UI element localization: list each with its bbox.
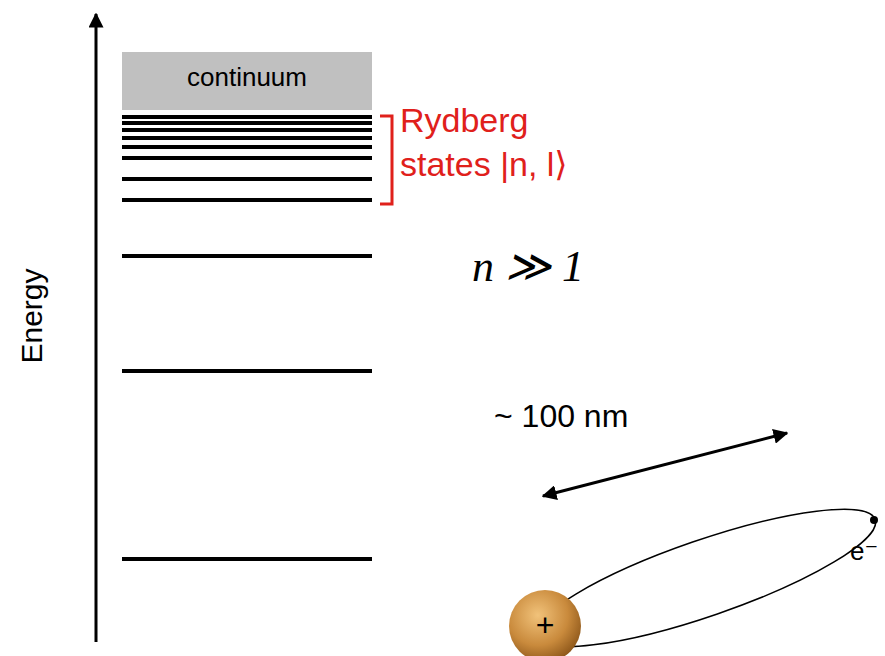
energy-axis [95, 14, 98, 642]
condition-label: n ≫ 1 [472, 240, 584, 292]
node-text: continuum [187, 62, 307, 93]
electron-label: e⁻ [850, 536, 878, 567]
energy-level [122, 369, 372, 373]
energy-level [122, 177, 372, 181]
energy-level [122, 254, 372, 258]
continuum-box: continuum [122, 52, 372, 110]
electron-dot [870, 516, 878, 524]
size-arrow [543, 433, 787, 496]
energy-level [122, 121, 372, 125]
energy-level [122, 136, 372, 140]
nucleus-circle: + [508, 589, 582, 656]
energy-level [122, 115, 372, 119]
energy-levels [122, 117, 372, 559]
rydberg-label: Rydberg states |n, l⟩ [400, 98, 625, 186]
energy-level [122, 128, 372, 132]
energy-level [122, 145, 372, 149]
energy-level [122, 557, 372, 561]
node-text: + [536, 607, 555, 644]
energy-level [122, 156, 372, 160]
rydberg-bracket [380, 116, 392, 204]
energy-level [122, 198, 372, 202]
size-label: ~ 100 nm [494, 398, 628, 435]
axis-label: Energy [15, 268, 49, 363]
